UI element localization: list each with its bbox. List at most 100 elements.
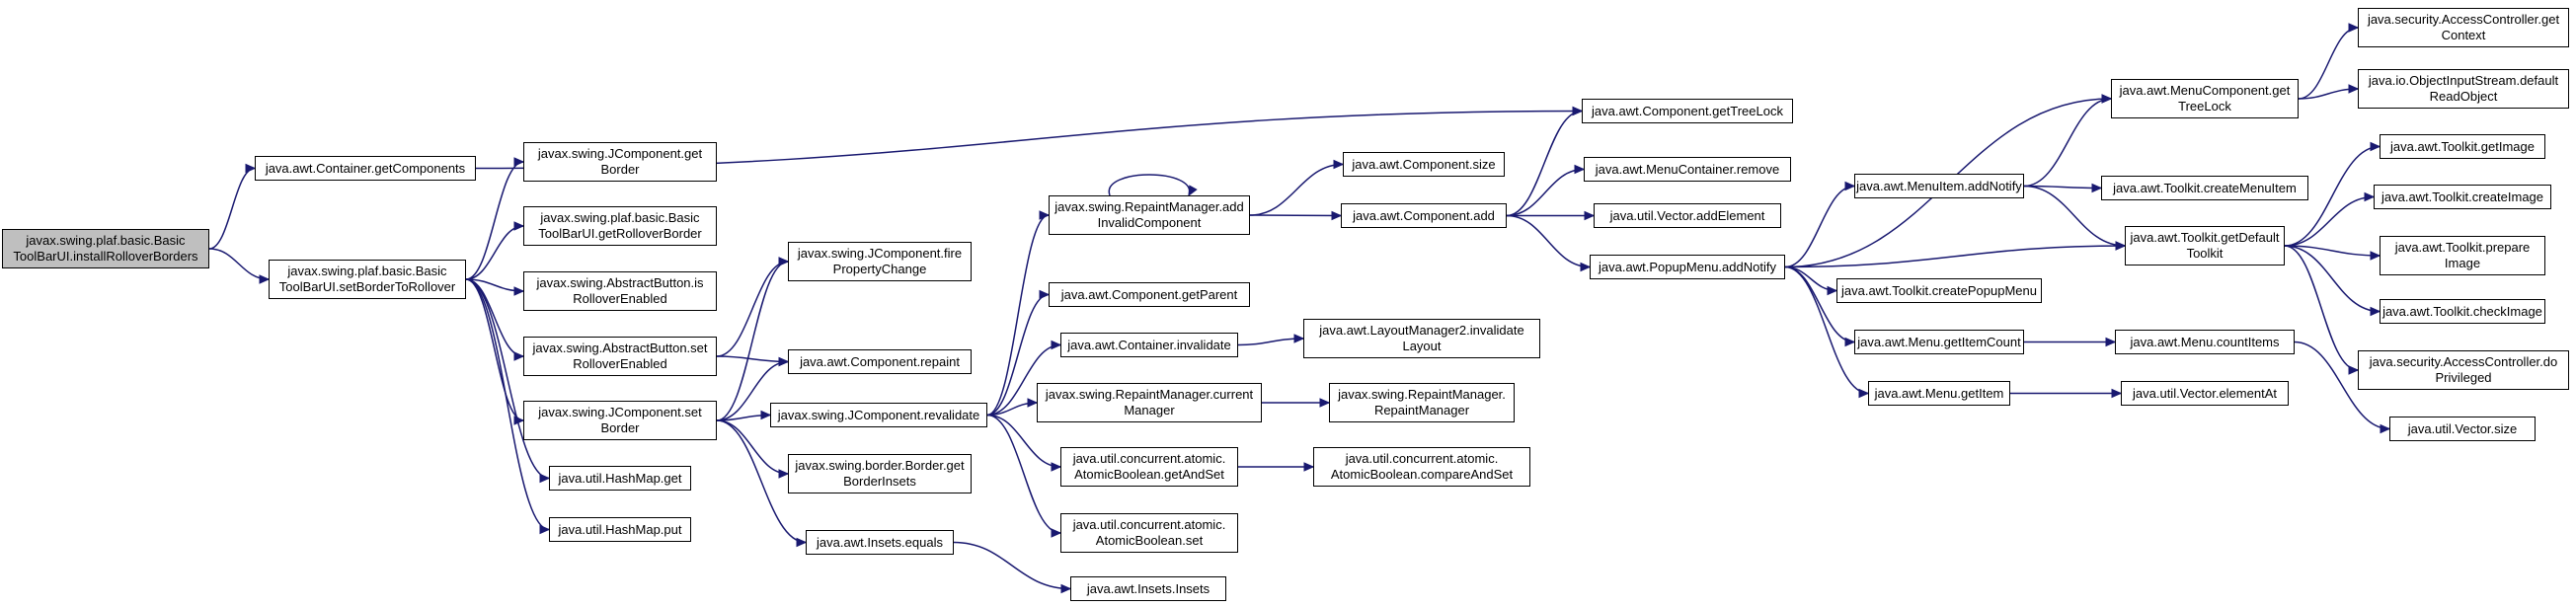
graph-node[interactable]: java.util.Vector.addElement <box>1594 203 1781 228</box>
node-label-line: javax.swing.plaf.basic.Basic <box>540 210 700 225</box>
graph-node[interactable]: java.awt.Toolkit.createMenuItem <box>2101 176 2308 200</box>
graph-node[interactable]: java.awt.Insets.Insets <box>1070 576 1226 601</box>
node-label-line: ToolBarUI.installRolloverBorders <box>13 249 198 264</box>
graph-node[interactable]: java.util.HashMap.get <box>549 466 691 491</box>
edge-arrowhead <box>1319 398 1331 408</box>
node-label-line: RolloverEnabled <box>573 356 667 371</box>
graph-node[interactable]: java.util.Vector.elementAt <box>2121 381 2289 406</box>
node-label-line: InvalidComponent <box>1097 215 1202 230</box>
graph-node[interactable]: java.util.HashMap.put <box>549 517 691 542</box>
graph-node[interactable]: java.awt.Toolkit.createImage <box>2374 185 2551 209</box>
graph-node[interactable]: java.awt.MenuItem.addNotify <box>1854 174 2024 198</box>
node-label-line: java.awt.Toolkit.getImage <box>2390 138 2535 154</box>
call-edge <box>2294 341 2390 430</box>
call-edge <box>465 161 524 280</box>
node-label-line: javax.swing.JComponent.revalidate <box>777 407 980 422</box>
node-label-line: TreeLock <box>2178 99 2231 114</box>
edge-arrowhead <box>2380 423 2391 434</box>
edge-arrowhead <box>1060 583 1072 594</box>
call-edge <box>2284 145 2381 247</box>
edge-arrowhead <box>513 157 525 167</box>
edge-arrowhead <box>1333 159 1345 170</box>
graph-node[interactable]: javax.swing.RepaintManager.RepaintManage… <box>1329 383 1515 422</box>
call-edge <box>1784 185 1855 268</box>
call-edge <box>465 225 524 280</box>
graph-node[interactable]: java.awt.Component.repaint <box>788 349 972 374</box>
graph-node[interactable]: java.awt.Toolkit.checkImage <box>2380 299 2545 324</box>
edge-arrowhead <box>1858 388 1870 399</box>
graph-node[interactable]: java.awt.Component.size <box>1343 152 1505 177</box>
edge-arrowhead <box>539 473 551 484</box>
call-edge <box>953 541 1071 590</box>
edge-arrowhead <box>2111 388 2123 399</box>
graph-node[interactable]: java.awt.Toolkit.getImage <box>2380 134 2545 159</box>
edge-arrowhead <box>2364 191 2376 202</box>
graph-node[interactable]: java.util.concurrent.atomic.AtomicBoolea… <box>1060 513 1238 553</box>
call-edge <box>986 214 1050 417</box>
graph-node[interactable]: java.awt.Component.getParent <box>1049 282 1250 307</box>
edge-arrowhead <box>760 410 772 420</box>
node-label-line: java.awt.Component.size <box>1352 156 1496 172</box>
edge-arrowhead <box>539 524 551 535</box>
edge-arrowhead <box>1580 262 1592 272</box>
node-label-line: java.util.HashMap.get <box>558 470 682 486</box>
edge-arrowhead <box>513 351 525 361</box>
edge-arrowhead <box>2115 241 2127 251</box>
node-label-line: ToolBarUI.getRolloverBorder <box>538 226 702 241</box>
node-label-line: javax.swing.RepaintManager.current <box>1045 387 1254 402</box>
graph-node[interactable]: java.util.Vector.size <box>2389 417 2536 441</box>
call-edge <box>1237 338 1304 346</box>
graph-node[interactable]: java.awt.Container.getComponents <box>255 156 476 181</box>
node-label-line: AtomicBoolean.compareAndSet <box>1330 467 1514 482</box>
node-label-line: javax.swing.JComponent.set <box>538 405 702 419</box>
graph-node[interactable]: java.awt.Menu.countItems <box>2115 330 2295 354</box>
node-label-line: java.awt.Toolkit.createMenuItem <box>2113 180 2297 195</box>
graph-node[interactable]: java.awt.Component.getTreeLock <box>1582 99 1793 123</box>
graph-node[interactable]: java.util.concurrent.atomic.AtomicBoolea… <box>1060 447 1238 487</box>
graph-node[interactable]: java.awt.Container.invalidate <box>1060 333 1238 357</box>
graph-node[interactable]: javax.swing.JComponent.revalidate <box>770 403 987 427</box>
graph-node[interactable]: java.awt.Component.add <box>1341 203 1507 228</box>
graph-node[interactable]: java.awt.Toolkit.createPopupMenu <box>1836 278 2042 303</box>
graph-node[interactable]: java.awt.PopupMenu.addNotify <box>1590 255 1785 279</box>
edge-arrowhead <box>1051 340 1062 350</box>
node-label-line: javax.swing.RepaintManager. <box>1338 387 1506 402</box>
edge-arrowhead <box>2091 183 2103 193</box>
node-label-line: BorderInsets <box>843 474 916 489</box>
node-label-line: javax.swing.RepaintManager.add <box>1054 199 1244 214</box>
call-edge <box>1249 214 1342 217</box>
node-label-line: java.util.Vector.elementAt <box>2133 385 2277 401</box>
graph-node[interactable]: java.awt.Menu.getItemCount <box>1854 330 2024 354</box>
node-label-line: AtomicBoolean.getAndSet <box>1074 467 1224 482</box>
node-label-line: java.awt.Container.invalidate <box>1067 337 1231 352</box>
graph-node[interactable]: java.util.concurrent.atomic.AtomicBoolea… <box>1313 447 1530 487</box>
graph-node[interactable]: java.awt.MenuContainer.remove <box>1584 157 1791 182</box>
graph-node[interactable]: java.awt.Insets.equals <box>806 530 954 555</box>
node-label-line: java.awt.Toolkit.createImage <box>2381 189 2544 204</box>
edge-arrowhead <box>1303 462 1315 472</box>
node-label-line: java.awt.Insets.equals <box>817 534 943 550</box>
edge-arrowhead <box>1827 285 1838 296</box>
edge-arrowhead <box>2105 337 2117 347</box>
graph-node[interactable]: java.awt.Menu.getItem <box>1868 381 2010 406</box>
node-label-line: java.awt.Toolkit.prepare <box>2394 240 2531 255</box>
node-label-line: java.awt.PopupMenu.addNotify <box>1599 259 1776 274</box>
